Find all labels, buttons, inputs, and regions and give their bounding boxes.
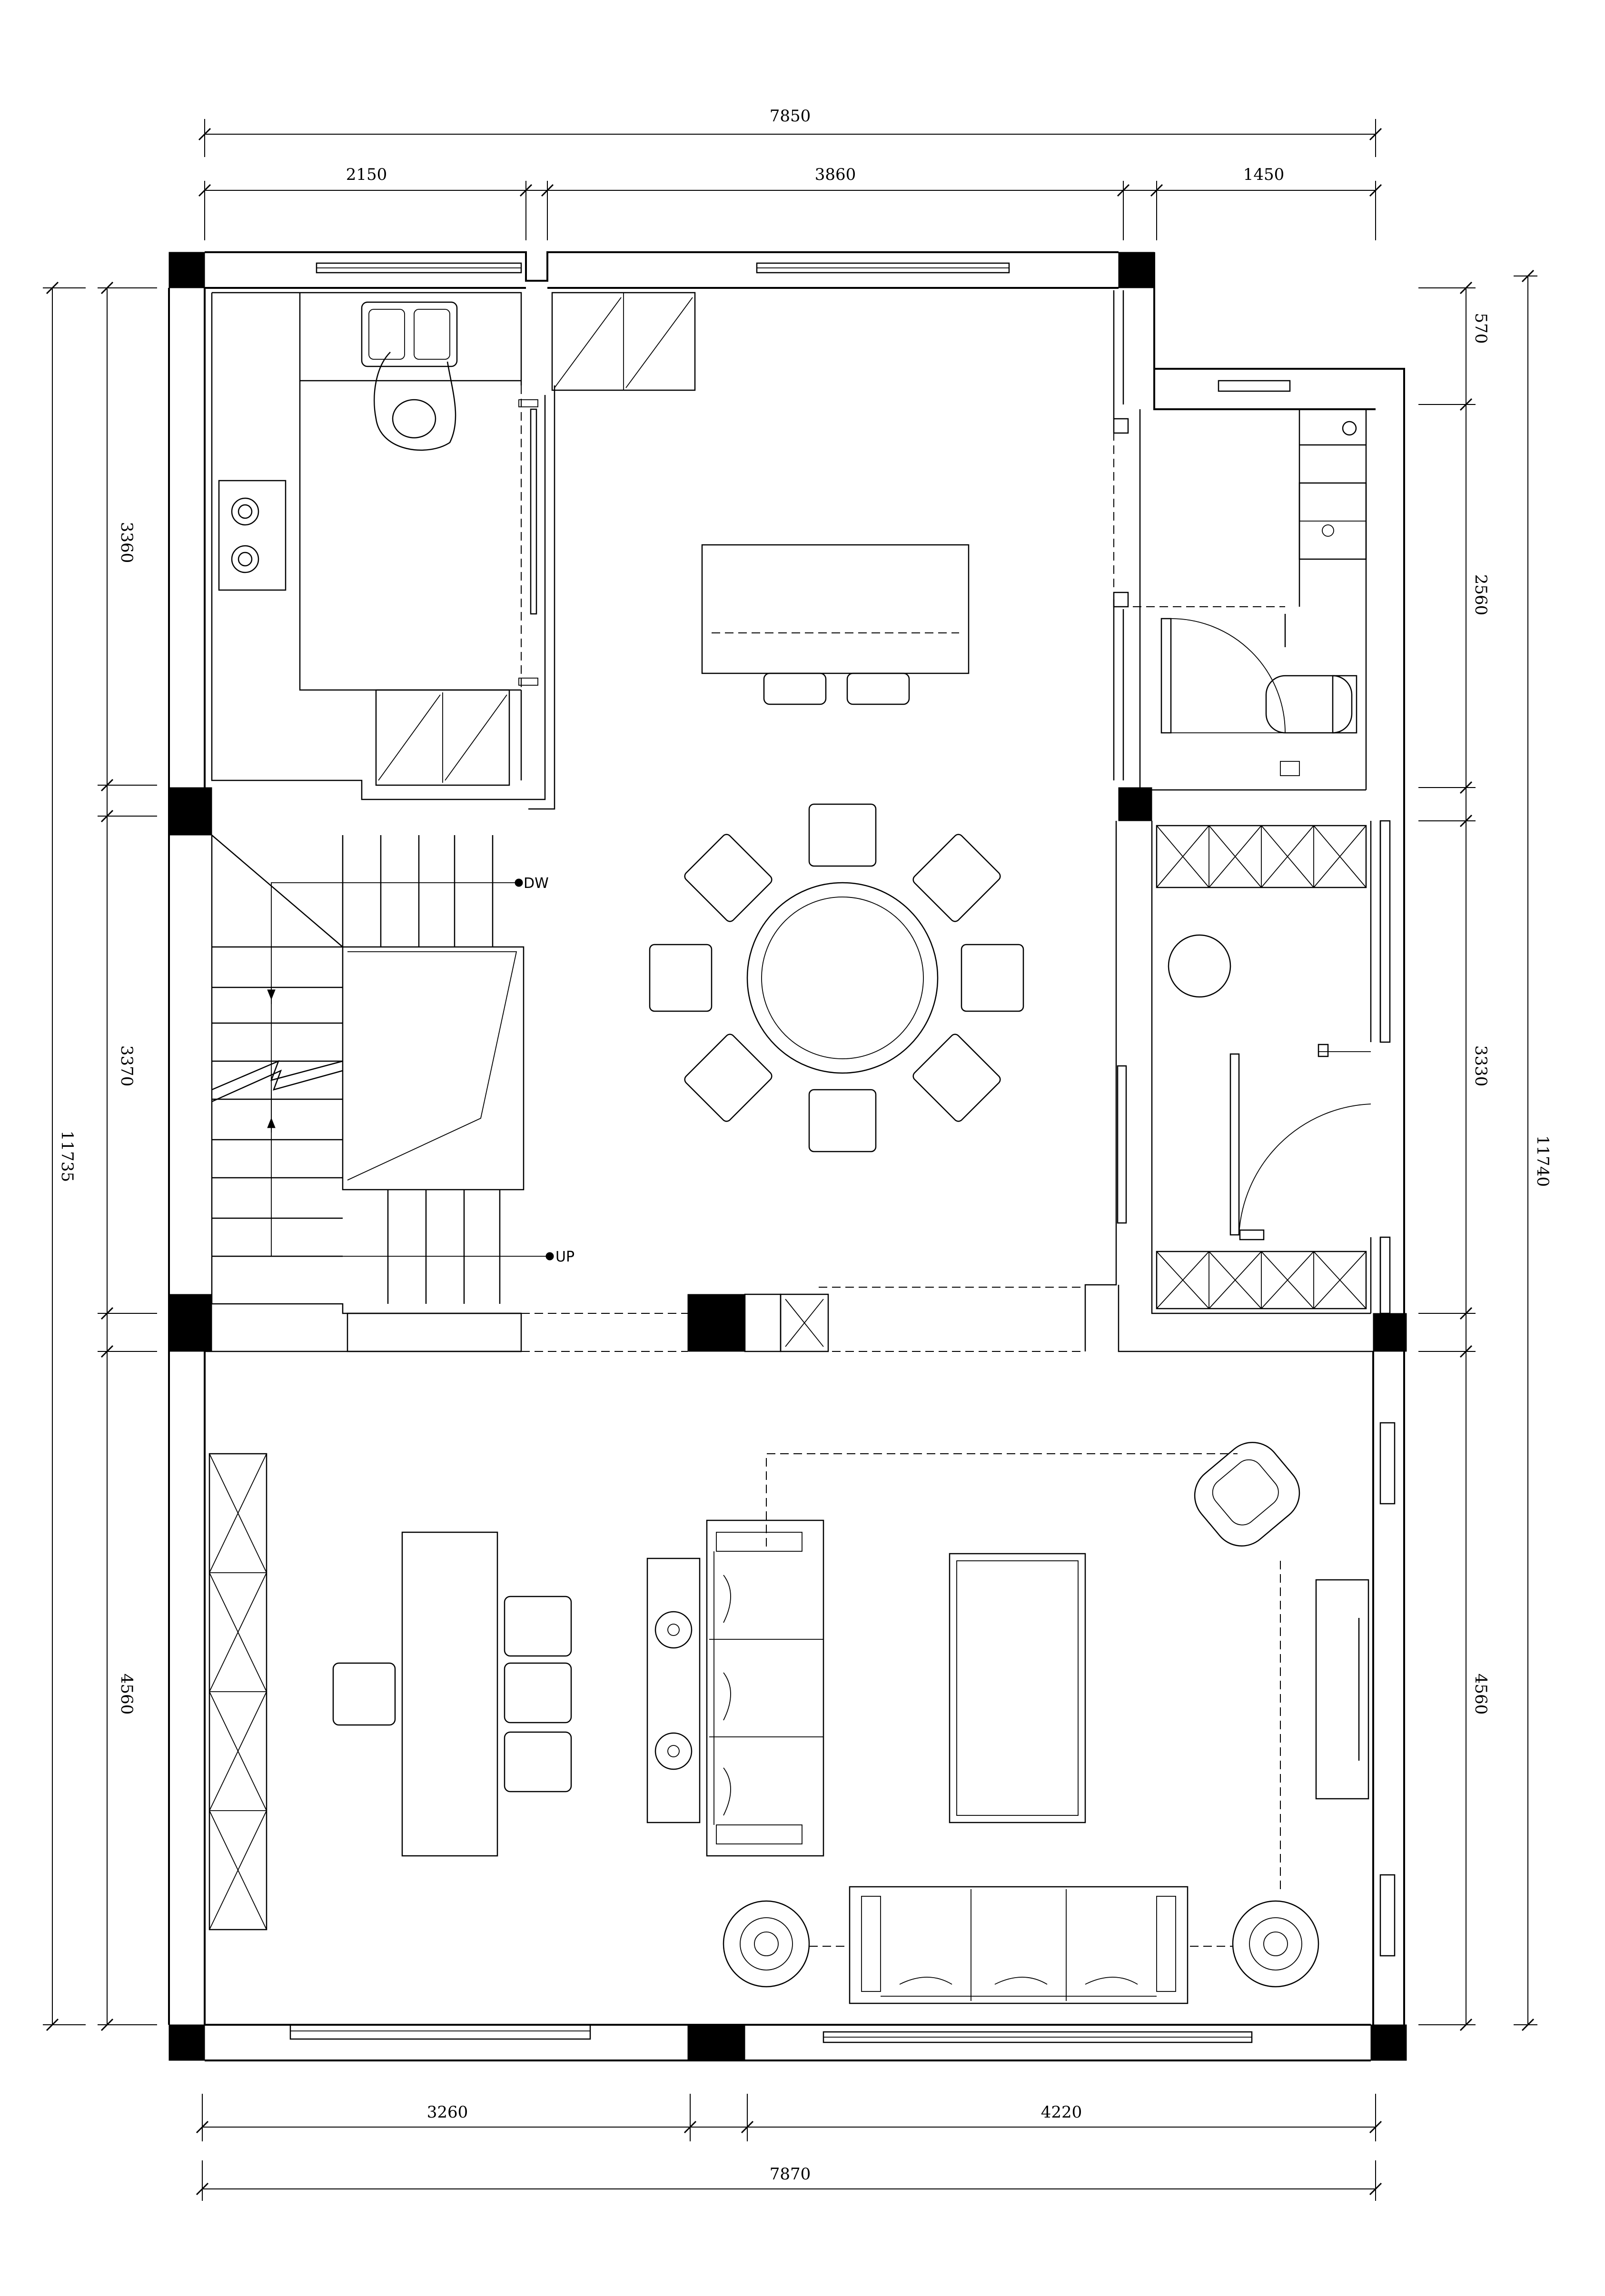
dining-chair <box>961 944 1024 1012</box>
column <box>1370 2024 1407 2061</box>
dim-left-total: 11735 <box>58 1131 77 1182</box>
bar-stool <box>846 672 910 705</box>
stair-down-label: DW <box>524 875 549 892</box>
sofa <box>706 1519 824 1857</box>
dimension-left-segments: 3360 3370 4560 <box>98 281 157 2031</box>
dimension-top-total: 7850 <box>198 107 1382 157</box>
burner-icon <box>231 497 259 526</box>
column <box>687 2024 745 2061</box>
stair-steps <box>347 1312 522 1352</box>
sliding-door <box>530 408 537 615</box>
dining-island <box>701 544 970 674</box>
round-side-table <box>1232 1900 1319 1988</box>
desk <box>401 1531 498 1857</box>
bar-stool <box>763 672 827 705</box>
stair-up-label: UP <box>555 1249 575 1265</box>
dim-left-1: 3360 <box>117 522 136 563</box>
dining-chair <box>649 944 713 1012</box>
dining-chair <box>808 1089 877 1153</box>
round-stool <box>1168 934 1231 998</box>
kitchen-sink <box>361 301 458 367</box>
walk-in-closet <box>1117 825 1371 1310</box>
dim-left-2: 3370 <box>117 1045 136 1087</box>
dim-top-2: 3860 <box>815 165 856 184</box>
dining-chair <box>912 834 1001 922</box>
dim-right-3: 3330 <box>1471 1045 1490 1087</box>
tv-console <box>1315 1579 1369 1800</box>
column <box>1118 252 1155 288</box>
round-side-table <box>723 1900 810 1988</box>
plant-icon <box>654 1611 693 1649</box>
living-room <box>208 1442 1369 2004</box>
dining-chair <box>684 834 773 922</box>
bathroom <box>1113 409 1367 776</box>
floor-drain-icon <box>1342 421 1357 436</box>
dining-chair <box>684 1034 773 1122</box>
round-dining-table <box>746 882 939 1074</box>
dimension-bottom-segments: 3260 4220 <box>196 2094 1382 2141</box>
side-table <box>646 1557 701 1823</box>
dimension-bottom-total: 7870 <box>196 2160 1382 2201</box>
kitchen-cabinet <box>375 689 510 786</box>
column <box>687 1294 745 1352</box>
dim-right-1: 570 <box>1471 313 1490 344</box>
column <box>168 1294 212 1352</box>
dining-chair <box>808 803 877 867</box>
burner-icon <box>231 545 259 573</box>
column <box>168 2024 205 2061</box>
dim-right-4: 4560 <box>1471 1674 1490 1715</box>
stair-well <box>342 946 525 1191</box>
dimension-right-segments: 570 2560 3330 4560 <box>1418 281 1490 2031</box>
dim-bottom-total: 7870 <box>770 2165 811 2184</box>
window <box>1218 380 1291 392</box>
chair <box>504 1662 572 1724</box>
shower-glass <box>1160 618 1172 734</box>
dim-top-1: 2150 <box>346 165 387 184</box>
column <box>1118 787 1152 821</box>
structural-columns <box>168 252 1407 2061</box>
plant-icon <box>654 1732 693 1770</box>
dim-right-total: 11740 <box>1533 1135 1552 1187</box>
column <box>168 252 205 288</box>
arrow-down-icon <box>267 989 276 1000</box>
windows <box>289 262 1396 2043</box>
staircase: DW UP <box>211 835 575 1352</box>
sliding-door <box>1117 1065 1127 1224</box>
column <box>1373 1313 1407 1352</box>
kitchen <box>218 292 696 786</box>
stove-cooktop <box>218 480 287 591</box>
door-swing <box>1170 618 1286 733</box>
faucet-outline <box>374 352 456 451</box>
door-swing <box>1238 1104 1371 1235</box>
dining-chairs <box>649 803 1024 1153</box>
window <box>1379 1874 1396 1957</box>
window <box>1379 1422 1396 1505</box>
dim-left-3: 4560 <box>117 1674 136 1715</box>
dimension-top-segments: 2150 3860 1450 <box>198 165 1382 240</box>
door <box>1229 1053 1240 1236</box>
dining-chair <box>912 1034 1001 1122</box>
chair <box>504 1596 572 1657</box>
toilet <box>1265 675 1353 734</box>
desk-chair <box>332 1662 396 1726</box>
window <box>1379 820 1391 1043</box>
column <box>168 787 212 836</box>
dim-bottom-1: 3260 <box>427 2103 468 2122</box>
dim-top-total: 7850 <box>770 107 811 126</box>
window <box>1379 1236 1391 1314</box>
armchair <box>1194 1442 1300 1547</box>
dim-right-2: 2560 <box>1471 574 1490 616</box>
dimension-right-total: 11740 <box>1514 269 1552 2031</box>
dim-top-3: 1450 <box>1243 165 1285 184</box>
chair <box>504 1731 572 1793</box>
sliding-door <box>289 2024 591 2040</box>
dim-bottom-2: 4220 <box>1041 2103 1082 2122</box>
dimension-left-total: 11735 <box>43 281 86 2031</box>
sofa <box>849 1886 1189 2004</box>
walls <box>168 251 1405 2061</box>
dining-area <box>649 544 1024 1352</box>
coffee-table <box>949 1553 1086 1823</box>
toilet-tank <box>1332 675 1357 734</box>
